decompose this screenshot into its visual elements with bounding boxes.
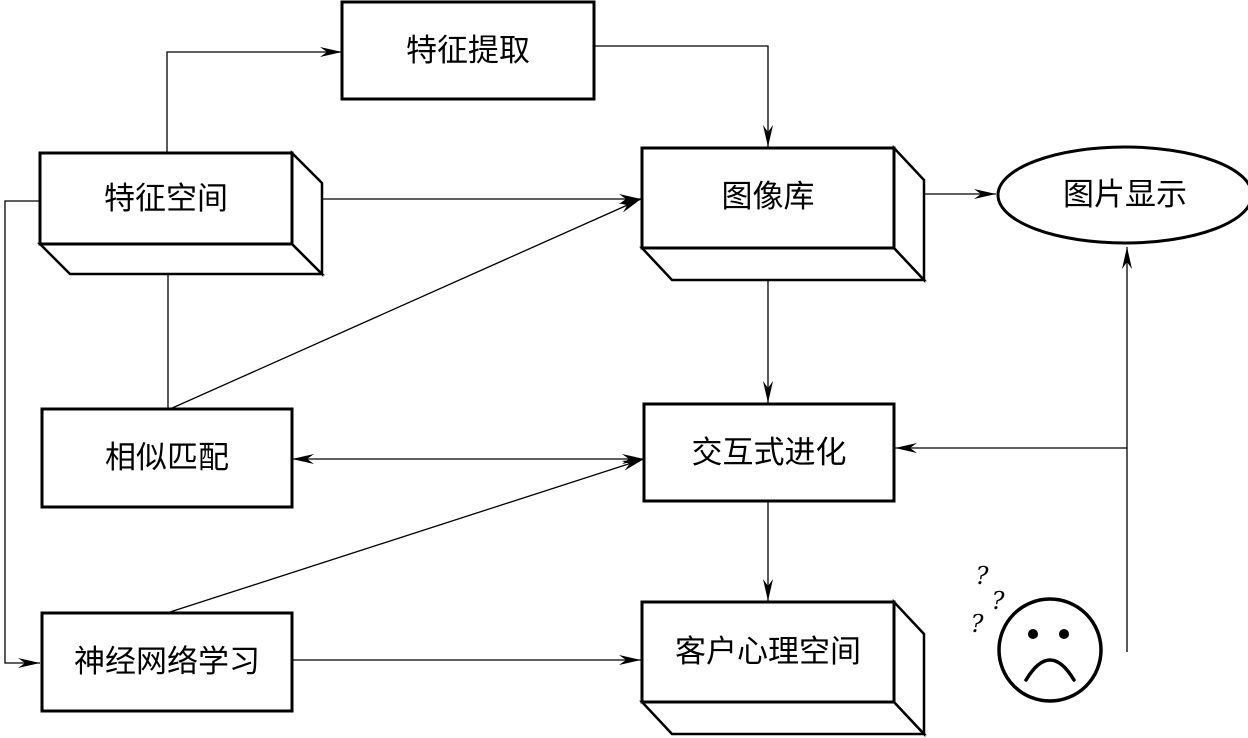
neural-network-learning-box: 神经网络学习	[40, 611, 294, 713]
client-psychology-space-label: 客户心理空间	[675, 634, 861, 670]
connectors	[4, 45, 1132, 668]
interactive-evolution-label: 交互式进化	[692, 435, 847, 471]
question-mark: ?	[971, 610, 984, 638]
arrow-feature-space-to-feature-extraction	[166, 47, 342, 153]
image-library-label: 图像库	[722, 179, 815, 215]
question-mark: ?	[992, 587, 1005, 615]
arrow-feature-extraction-to-image-library	[594, 45, 773, 147]
image-library-box: 图像库	[639, 144, 927, 284]
interactive-evolution-box: 交互式进化	[642, 402, 896, 503]
neural-network-learning-label: 神经网络学习	[74, 644, 260, 680]
arrow-neural-network-to-interactive-evolution	[169, 458, 645, 613]
feature-space-box: 特征空间	[36, 149, 326, 278]
client-psychology-space-box: 客户心理空间	[639, 598, 927, 738]
image-display-ellipse: 图片显示	[996, 145, 1248, 245]
sad-face-icon	[997, 597, 1103, 703]
similarity-matching-box: 相似匹配	[40, 407, 294, 509]
feature-extraction-label: 特征提取	[406, 33, 530, 69]
arrow-similarity-matching-to-image-library	[169, 198, 642, 410]
arrow-feature-space-to-neural-network	[4, 200, 40, 668]
feature-extraction-box: 特征提取	[340, 0, 596, 101]
question-mark: ?	[976, 562, 989, 590]
user-figure: ? ? ?	[971, 562, 1103, 703]
feature-space-label: 特征空间	[104, 181, 228, 217]
similarity-matching-label: 相似匹配	[105, 440, 229, 476]
image-display-label: 图片显示	[1063, 177, 1187, 213]
